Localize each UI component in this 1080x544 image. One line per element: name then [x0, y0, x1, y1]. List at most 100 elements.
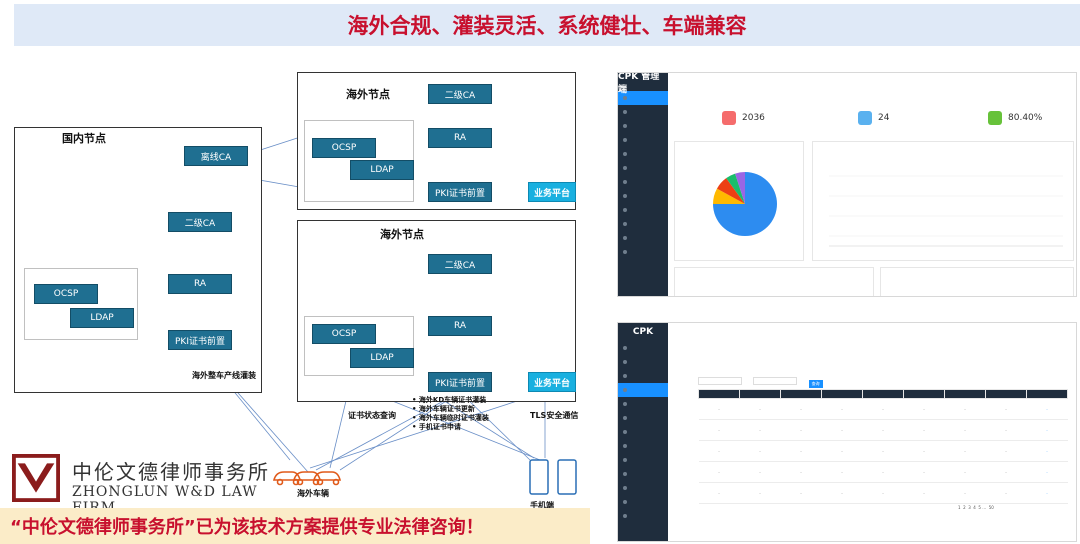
bullet-item: • 海外车辆临时证书灌装	[412, 414, 489, 422]
sidebar-item[interactable]	[618, 355, 668, 369]
overseas-1-sub-ca: 二级CA	[428, 84, 492, 104]
stat-icon	[988, 111, 1002, 125]
title-banner: 海外合规、灌装灵活、系统健壮、车端兼容	[14, 4, 1080, 46]
law-firm-logo: 中伦文德律师事务所 ZHONGLUN W&D LAW FIRM	[12, 454, 272, 516]
domestic-ldap: LDAP	[70, 308, 134, 328]
table-row[interactable]: ·········	[698, 440, 1068, 462]
car-icon	[272, 471, 342, 486]
tls-label: TLS安全通信	[530, 411, 579, 420]
page-link[interactable]: 1	[958, 505, 961, 510]
sidebar-item[interactable]	[618, 91, 668, 105]
empty-line-chart	[829, 175, 1063, 247]
sidebar-item[interactable]	[618, 369, 668, 383]
page-title: 海外合规、灌装灵活、系统健壮、车端兼容	[347, 14, 747, 38]
overseas-node-1-title: 海外节点	[346, 88, 390, 101]
sidebar-item[interactable]	[618, 341, 668, 355]
table-row[interactable]: ·········	[698, 398, 1068, 420]
pie-slice	[716, 178, 745, 204]
domestic-pki-device: PKI证书前置	[168, 330, 232, 350]
bullet-item: • 手机证书申请	[412, 423, 461, 431]
sidebar-item[interactable]	[618, 175, 668, 189]
sidebar-item[interactable]	[618, 217, 668, 231]
domestic-ocsp-group	[24, 268, 138, 340]
filter-card	[880, 267, 1074, 296]
sidebar-item[interactable]	[618, 383, 668, 397]
table-header-row	[698, 389, 1068, 399]
law-firm-emblem-icon	[12, 454, 60, 502]
overseas-node-2-box	[297, 220, 576, 402]
cert-status-label: 证书状态查询	[348, 411, 396, 420]
pie-slice	[735, 172, 745, 204]
phone-icon	[529, 459, 577, 495]
table-row[interactable]: ·········	[698, 482, 1068, 504]
footer-text: “中伦文德律师事务所”已为该技术方案提供专业法律咨询！	[10, 517, 484, 538]
overseas-2-ra: RA	[428, 316, 492, 336]
sidebar-item[interactable]	[618, 439, 668, 453]
sidebar-item[interactable]	[618, 411, 668, 425]
domestic-caption: 海外整车产线灌装	[192, 371, 256, 380]
line-card	[812, 141, 1074, 261]
domestic-node-box	[14, 127, 262, 393]
pie-slice	[713, 188, 745, 204]
pie-card	[674, 141, 804, 261]
search-button[interactable]: 查询	[808, 380, 823, 388]
data-table: ········· ········· ········· ········· …	[698, 389, 1068, 504]
sidebar-item[interactable]	[618, 147, 668, 161]
dashboard-sidebar: CPK 管理端	[618, 73, 668, 296]
domestic-ocsp: OCSP	[34, 284, 98, 304]
domestic-offline-ca: 离线CA	[184, 146, 248, 166]
page-link[interactable]: 5	[978, 505, 981, 510]
table-row[interactable]: ·········	[698, 419, 1068, 441]
sidebar-item[interactable]	[618, 425, 668, 439]
overseas-1-ldap: LDAP	[350, 160, 414, 180]
overseas-node-2-title: 海外节点	[380, 228, 424, 241]
overseas-1-pki-device: PKI证书前置	[428, 182, 492, 202]
overseas-1-ra: RA	[428, 128, 492, 148]
page-link[interactable]: 3	[968, 505, 971, 510]
sidebar-item[interactable]	[618, 133, 668, 147]
sidebar-item[interactable]	[618, 397, 668, 411]
architecture-diagram: 国内节点 离线CA 二级CA OCSP LDAP RA PKI证书前置 海外整车…	[0, 60, 600, 544]
pie-chart	[713, 172, 777, 236]
footer-banner: “中伦文德律师事务所”已为该技术方案提供专业法律咨询！	[0, 508, 590, 544]
stat-value: 24	[878, 113, 890, 123]
sidebar-item[interactable]	[618, 119, 668, 133]
sidebar-item[interactable]	[618, 245, 668, 259]
stat-value: 80.40%	[1008, 113, 1043, 123]
table-brand: CPK	[632, 327, 654, 337]
stat-card: 24	[858, 103, 889, 133]
sidebar-item[interactable]	[618, 453, 668, 467]
search-input[interactable]	[753, 377, 798, 385]
stat-card: 80.40%	[988, 103, 1042, 133]
search-input[interactable]	[698, 377, 742, 385]
sidebar-item[interactable]	[618, 161, 668, 175]
sidebar-item[interactable]	[618, 495, 668, 509]
pagination: 1 2 3 4 5 … 50	[958, 505, 994, 510]
stat-value: 2036	[742, 113, 765, 123]
overseas-2-ocsp: OCSP	[312, 324, 376, 344]
overseas-2-sub-ca: 二级CA	[428, 254, 492, 274]
domestic-node-title: 国内节点	[62, 132, 106, 145]
overseas-2-ldap: LDAP	[350, 348, 414, 368]
sidebar-item[interactable]	[618, 189, 668, 203]
page-link[interactable]: 4	[973, 505, 976, 510]
bullet-list: • 海外KD车辆证书灌装 • 海外车辆证书更新 • 海外车辆临时证书灌装 • 手…	[412, 396, 489, 432]
sidebar-item[interactable]	[618, 231, 668, 245]
filter-card	[674, 267, 874, 296]
table-screenshot: CPK 查询 ········· ········· ········· ·	[617, 322, 1077, 542]
sidebar-item[interactable]	[618, 467, 668, 481]
overseas-2-biz-platform: 业务平台	[528, 372, 576, 392]
table-sidebar: CPK	[618, 323, 668, 541]
page-link[interactable]: 2	[963, 505, 966, 510]
overseas-2-ocsp-group	[304, 316, 414, 376]
phones-label: 手机端	[530, 501, 554, 510]
table-row[interactable]: ·········	[698, 461, 1068, 483]
page-link[interactable]: 50	[988, 505, 994, 510]
cars-label: 海外车辆	[297, 489, 329, 498]
law-firm-name-cn: 中伦文德律师事务所	[72, 460, 270, 484]
sidebar-item[interactable]	[618, 105, 668, 119]
sidebar-item[interactable]	[618, 203, 668, 217]
stat-icon	[858, 111, 872, 125]
sidebar-item[interactable]	[618, 481, 668, 495]
sidebar-item[interactable]	[618, 509, 668, 523]
